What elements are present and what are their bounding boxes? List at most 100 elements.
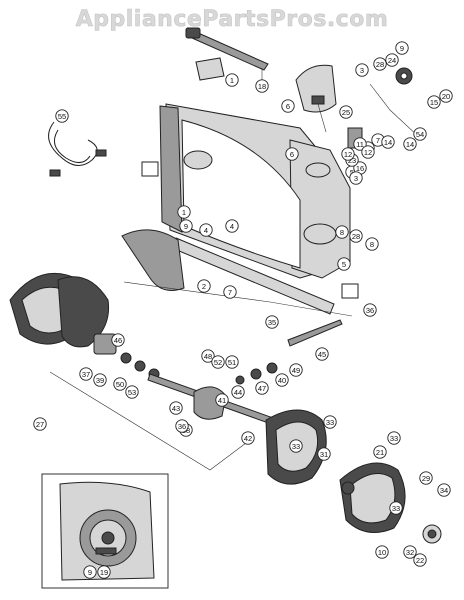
- callout-25: 25: [339, 105, 353, 119]
- side-brackets: [141, 161, 359, 299]
- callout-label: 12: [344, 150, 352, 159]
- callout-50: 50: [113, 377, 127, 391]
- callout-label: 20: [442, 92, 450, 101]
- callout-54: 54: [413, 127, 427, 141]
- callout-label: 32: [406, 548, 414, 557]
- callout-label: 49: [292, 366, 300, 375]
- callout-8-7: 8: [335, 225, 349, 239]
- callout-label: 51: [228, 358, 236, 367]
- callout-22: 22: [413, 553, 427, 567]
- callout-51: 51: [225, 355, 239, 369]
- callout-label: 41: [218, 396, 226, 405]
- callout-label: 6: [286, 102, 290, 111]
- callout-20: 20: [439, 89, 453, 103]
- callout-19: 19: [97, 565, 111, 579]
- callout-label: 6: [290, 150, 294, 159]
- callout-1-1: 1: [177, 205, 191, 219]
- callout-31: 31: [317, 447, 331, 461]
- callout-9: 9: [395, 41, 409, 55]
- callout-49: 49: [289, 363, 303, 377]
- callout-5-3: 5: [337, 257, 351, 271]
- callout-6-4: 6: [285, 147, 299, 161]
- callout-1: 1: [225, 73, 239, 87]
- callout-12: 12: [361, 145, 375, 159]
- callout-label: 46: [114, 336, 122, 345]
- callout-34: 34: [437, 483, 451, 497]
- callout-47: 47: [255, 381, 269, 395]
- callout-35: 35: [265, 315, 279, 329]
- callout-52: 52: [211, 355, 225, 369]
- callout-12-15: 12: [341, 147, 355, 161]
- callout-6: 6: [281, 99, 295, 113]
- callout-label: 7: [376, 136, 380, 145]
- callout-label: 35: [268, 318, 276, 327]
- callout-label: 47: [258, 384, 266, 393]
- callout-label: 33: [390, 434, 398, 443]
- callout-label: 4: [230, 222, 234, 231]
- callout-label: 55: [58, 112, 66, 121]
- callout-42: 42: [241, 431, 255, 445]
- callout-41: 41: [215, 393, 229, 407]
- callout-33-13: 33: [387, 431, 401, 445]
- callout-36-14: 36: [175, 419, 189, 433]
- callout-label: 36: [366, 306, 374, 315]
- bracket-plate: [195, 57, 225, 81]
- callout-53: 53: [125, 385, 139, 399]
- end-bearing: [422, 524, 442, 544]
- callout-40: 40: [275, 373, 289, 387]
- callout-28-10: 28: [349, 229, 363, 243]
- callout-14-16: 14: [381, 135, 395, 149]
- callout-label: 14: [384, 138, 392, 147]
- callout-4-2: 4: [199, 223, 213, 237]
- callout-label: 33: [326, 418, 334, 427]
- callout-label: 50: [116, 380, 124, 389]
- callout-33-11: 33: [289, 439, 303, 453]
- callout-45: 45: [315, 347, 329, 361]
- callout-label: 7: [228, 288, 232, 297]
- input-shaft: [235, 319, 343, 385]
- gearbox-left: [93, 333, 160, 380]
- callout-label: 10: [378, 548, 386, 557]
- callout-label: 43: [172, 404, 180, 413]
- callout-48: 48: [201, 349, 215, 363]
- callout-label: 3: [354, 174, 358, 183]
- callout-label: 16: [356, 164, 364, 173]
- callout-label: 23: [348, 156, 356, 165]
- callout-label: 27: [36, 420, 44, 429]
- pulley-cluster: [347, 67, 421, 149]
- callout-label: 39: [96, 376, 104, 385]
- callout-label: 12: [364, 148, 372, 157]
- callout-44: 44: [231, 385, 245, 399]
- callout-33-12: 33: [389, 501, 403, 515]
- callout-label: 4: [204, 226, 208, 235]
- callout-36: 36: [363, 303, 377, 317]
- callout-layer: 1234567891011121415161819202122232425272…: [33, 41, 453, 579]
- callout-label: 19: [100, 568, 108, 577]
- callout-18: 18: [255, 79, 269, 93]
- callout-43: 43: [169, 401, 183, 415]
- callout-label: 11: [356, 140, 364, 149]
- callout-label: 1: [182, 208, 186, 217]
- callout-label: 9: [88, 568, 92, 577]
- callout-label: 33: [392, 504, 400, 513]
- callout-label: 18: [258, 82, 266, 91]
- callout-32: 32: [403, 545, 417, 559]
- callout-label: 45: [318, 350, 326, 359]
- callout-33: 33: [323, 415, 337, 429]
- watermark-text: AppliancePartsPros.com: [76, 7, 389, 32]
- left-auger-spiral: [9, 272, 110, 348]
- callout-label: 21: [376, 448, 384, 457]
- callout-label: 2: [202, 282, 206, 291]
- callout-label: 15: [430, 98, 438, 107]
- callout-21: 21: [373, 445, 387, 459]
- callout-label: 40: [278, 376, 286, 385]
- callout-label: 33: [292, 442, 300, 451]
- auger-shaft-top: [185, 27, 269, 80]
- callout-label: 31: [320, 450, 328, 459]
- callout-label: 28: [376, 60, 384, 69]
- impeller-cover: [121, 229, 185, 291]
- callout-label: 28: [352, 232, 360, 241]
- callout-label: 1: [230, 76, 234, 85]
- callout-14: 14: [403, 137, 417, 151]
